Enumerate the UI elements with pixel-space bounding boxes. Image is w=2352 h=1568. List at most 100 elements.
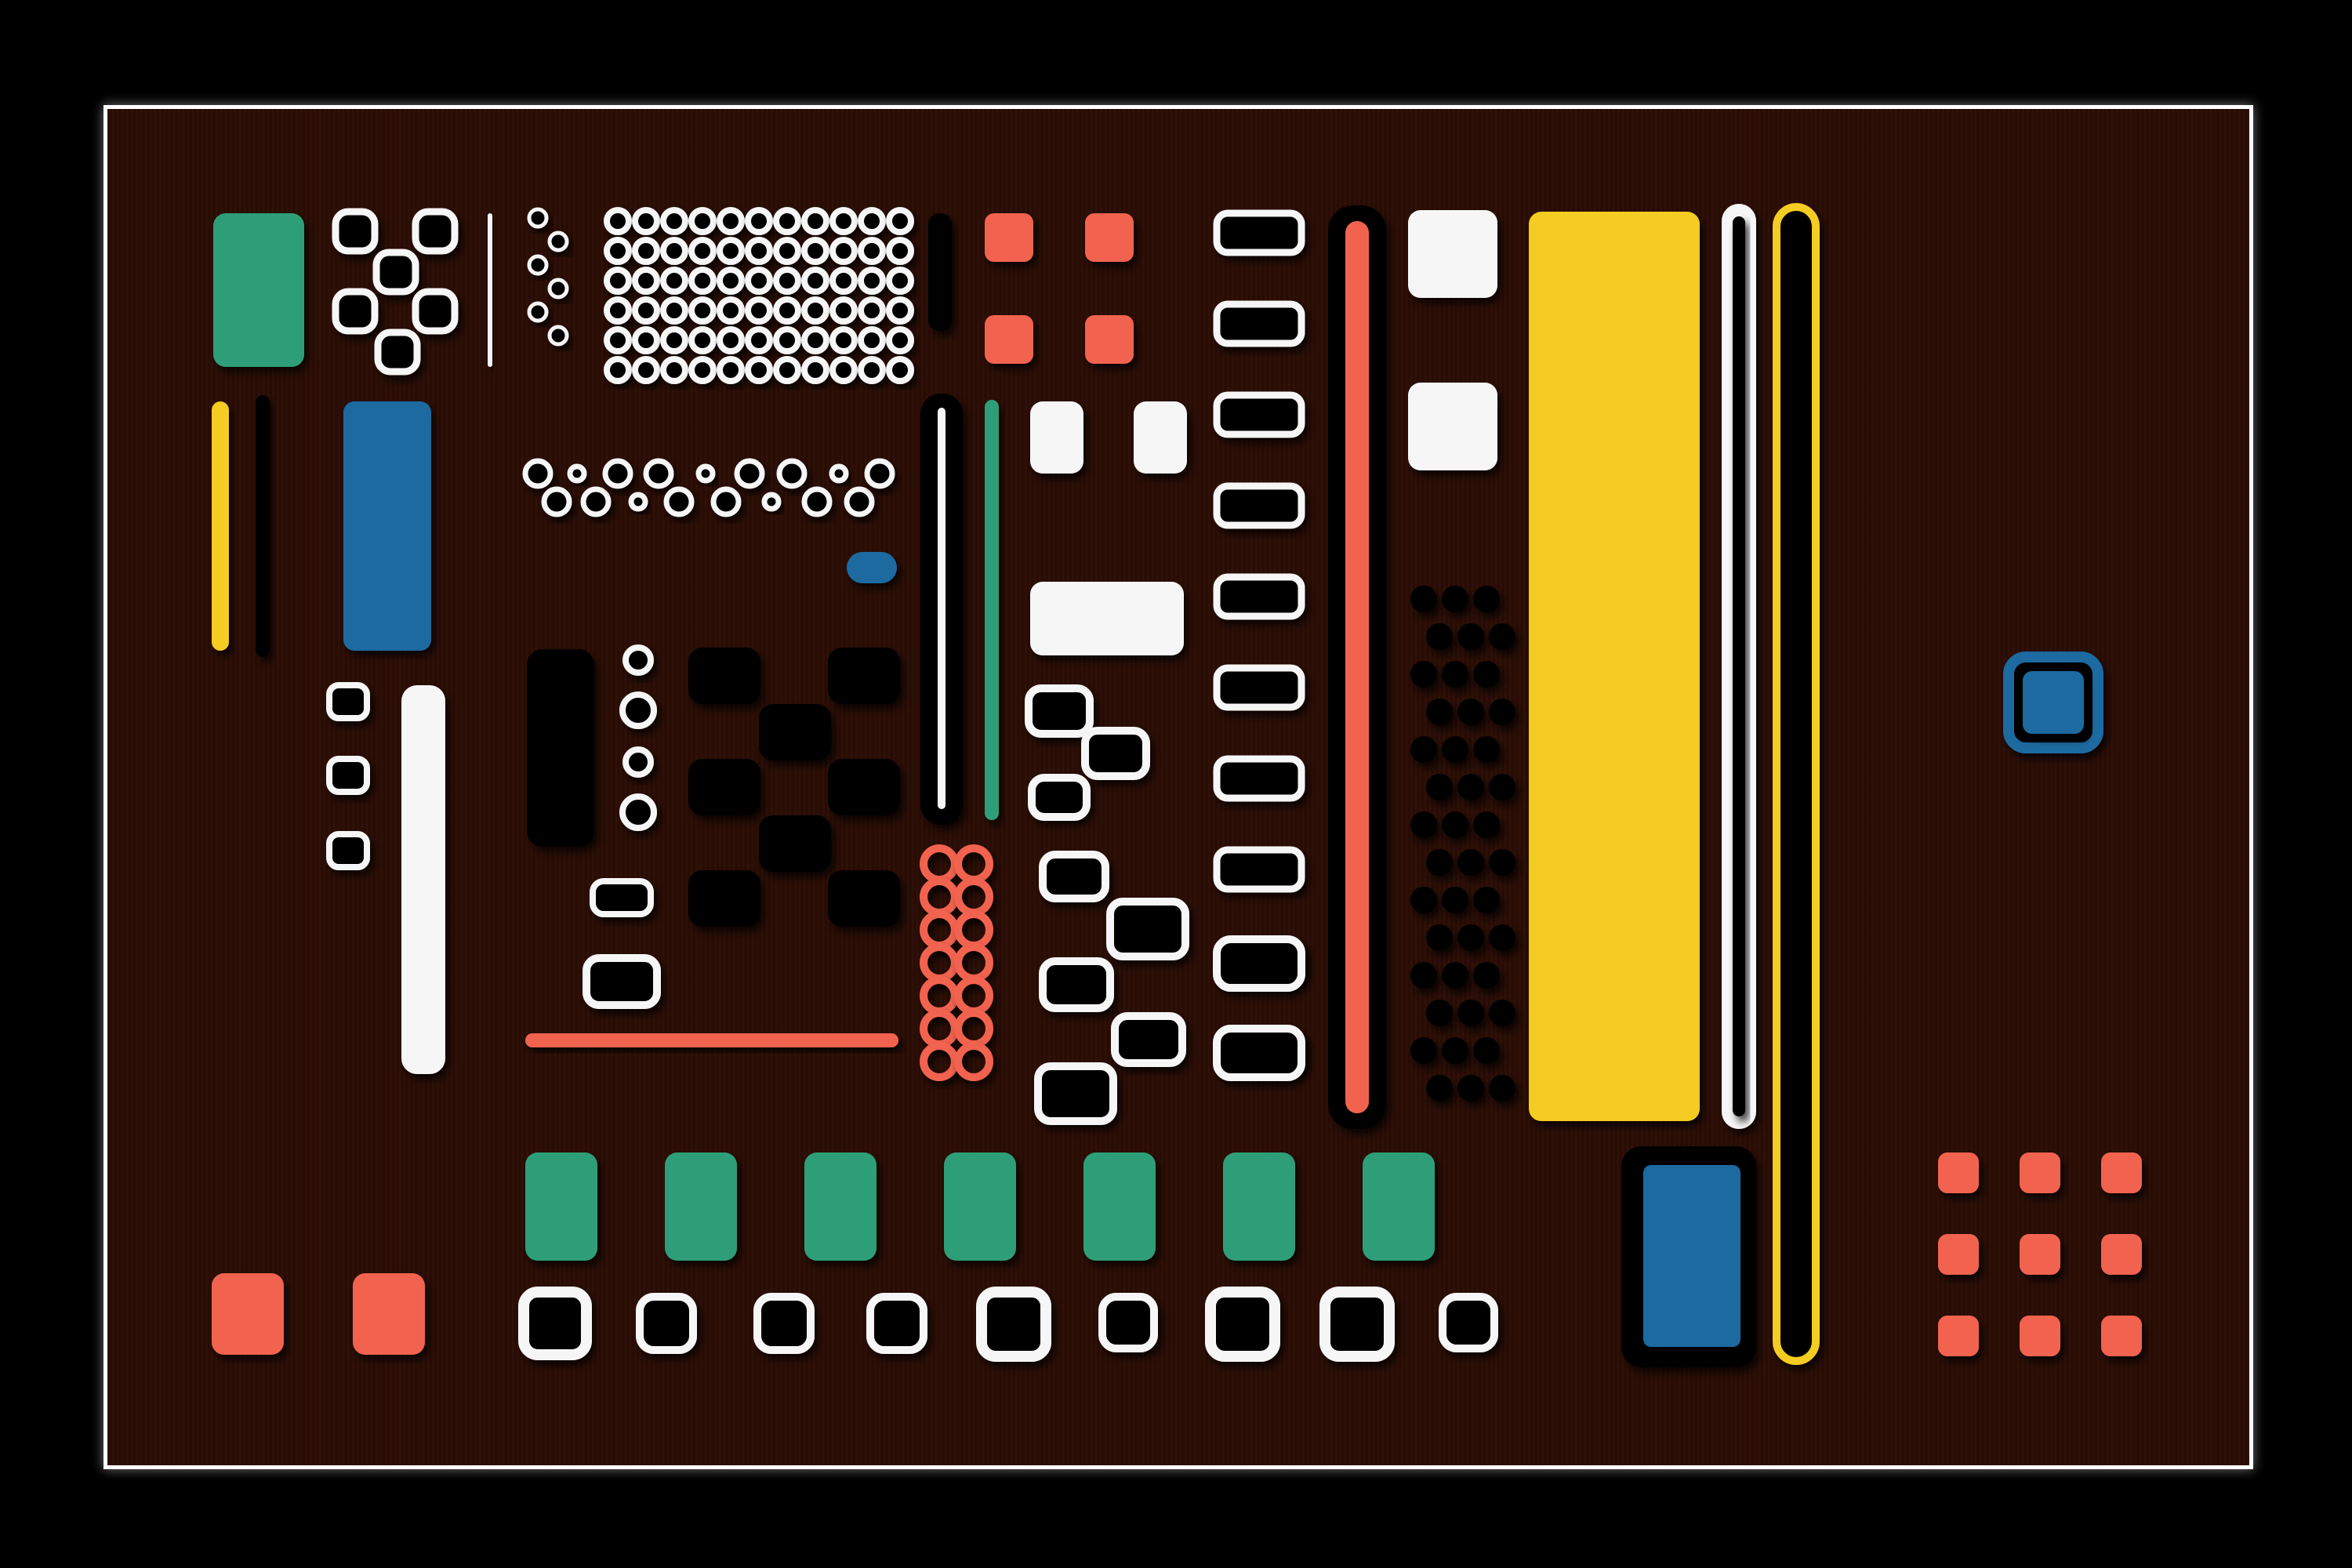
checker-block-120 xyxy=(828,648,900,704)
checker-block-123 xyxy=(828,759,900,815)
bottom-ring-key-229 xyxy=(636,1293,697,1354)
lattice-ring-20 xyxy=(660,207,688,235)
green-key-225 xyxy=(1363,1152,1435,1261)
lattice-ring-29 xyxy=(604,237,632,265)
black-dot-183 xyxy=(1410,736,1437,763)
white-tile-144 xyxy=(1030,401,1083,474)
white-thin-rod-inner-215 xyxy=(1733,216,1745,1116)
black-dot-184 xyxy=(1442,736,1468,763)
white-ring-tile-154 xyxy=(1034,1062,1117,1125)
white-capsule-127 xyxy=(590,878,654,917)
lattice-ring-53 xyxy=(660,296,688,325)
lattice-ring-28 xyxy=(886,207,914,235)
wave-ring-97 xyxy=(695,463,716,484)
wave-ring-103 xyxy=(829,463,849,484)
lattice-ring-61 xyxy=(886,296,914,325)
bottom-ring-key-228 xyxy=(518,1287,592,1360)
white-ring-cell-5 xyxy=(332,288,379,335)
tiny-ring-13 xyxy=(547,230,569,252)
coral-chain-130 xyxy=(920,844,959,884)
lattice-ring-25 xyxy=(801,207,829,235)
lattice-ring-75 xyxy=(660,356,688,384)
lattice-ring-26 xyxy=(829,207,858,235)
wave-ring-93 xyxy=(602,458,633,489)
wave-ring-104 xyxy=(844,486,875,517)
coral-square-226 xyxy=(212,1273,284,1355)
ladder-capsule-157 xyxy=(1213,391,1305,438)
wave-ring-100 xyxy=(761,492,782,512)
checker-block-124 xyxy=(759,815,831,872)
lattice-ring-45 xyxy=(745,267,773,295)
black-dot-188 xyxy=(1489,774,1515,800)
lattice-ring-42 xyxy=(660,267,688,295)
lattice-ring-40 xyxy=(604,267,632,295)
green-key-224 xyxy=(1223,1152,1295,1261)
ladder-capsule-large-165 xyxy=(1213,935,1305,992)
lattice-ring-57 xyxy=(773,296,801,325)
framed-panel xyxy=(103,105,2253,1469)
lattice-ring-80 xyxy=(801,356,829,384)
white-ring-tile-153 xyxy=(1111,1012,1186,1067)
white-tile-145 xyxy=(1134,401,1187,474)
lattice-ring-48 xyxy=(829,267,858,295)
coral-grid-tile-247 xyxy=(2101,1316,2142,1356)
lattice-ring-68 xyxy=(773,326,801,354)
white-ring-tile-148 xyxy=(1081,727,1150,780)
coral-grid-tile-244 xyxy=(2101,1234,2142,1275)
wave-ring-96 xyxy=(663,486,695,517)
lattice-ring-59 xyxy=(829,296,858,325)
checker-block-121 xyxy=(759,704,831,760)
lattice-ring-38 xyxy=(858,237,886,265)
checker-block-122 xyxy=(688,759,760,815)
lattice-ring-37 xyxy=(829,237,858,265)
white-ring-cell-4 xyxy=(372,249,419,296)
lattice-ring-51 xyxy=(604,296,632,325)
lattice-ring-54 xyxy=(688,296,717,325)
wave-ring-105 xyxy=(864,458,895,489)
ladder-capsule-158 xyxy=(1213,482,1305,529)
coral-chain-133 xyxy=(954,877,993,916)
coral-chain-139 xyxy=(954,976,993,1015)
ladder-capsule-162 xyxy=(1213,846,1305,893)
lattice-ring-64 xyxy=(660,326,688,354)
black-dot-182 xyxy=(1489,699,1515,725)
black-dot-203 xyxy=(1473,962,1500,989)
green-key-219 xyxy=(525,1152,597,1261)
white-bar-113 xyxy=(401,685,445,1074)
lattice-ring-76 xyxy=(688,356,717,384)
black-dot-185 xyxy=(1473,736,1500,763)
ladder-capsule-159 xyxy=(1213,573,1305,620)
lattice-ring-78 xyxy=(745,356,773,384)
black-dot-187 xyxy=(1457,774,1484,800)
coral-chain-134 xyxy=(920,910,959,949)
coral-grid-tile-242 xyxy=(1938,1234,1979,1275)
tiny-ring-14 xyxy=(527,254,549,276)
ladder-capsule-155 xyxy=(1213,209,1305,256)
white-line-8 xyxy=(488,213,492,367)
green-key-223 xyxy=(1083,1152,1156,1261)
lattice-ring-18 xyxy=(604,207,632,235)
green-tile-1 xyxy=(213,213,304,367)
bottom-ring-key-236 xyxy=(1439,1293,1498,1352)
blue-pill-106 xyxy=(847,552,897,583)
coral-line-129 xyxy=(525,1033,898,1047)
tiny-ring-12 xyxy=(527,207,549,229)
green-key-222 xyxy=(944,1152,1016,1261)
black-dot-191 xyxy=(1473,811,1500,838)
wave-ring-95 xyxy=(643,458,674,489)
white-square-169 xyxy=(1408,210,1497,298)
lattice-ring-19 xyxy=(632,207,660,235)
lattice-ring-41 xyxy=(632,267,660,295)
black-dot-209 xyxy=(1473,1037,1500,1064)
black-dot-173 xyxy=(1473,586,1500,612)
white-ring-cell-3 xyxy=(412,208,459,255)
checker-ring-118 xyxy=(619,793,657,831)
white-inner-line-108 xyxy=(938,408,946,809)
checker-block-119 xyxy=(688,648,760,704)
lattice-ring-71 xyxy=(858,326,886,354)
coral-grid-tile-243 xyxy=(2020,1234,2060,1275)
black-dot-197 xyxy=(1473,887,1500,913)
lattice-ring-32 xyxy=(688,237,717,265)
coral-chain-138 xyxy=(920,976,959,1015)
yellow-panel-213 xyxy=(1529,212,1700,1121)
